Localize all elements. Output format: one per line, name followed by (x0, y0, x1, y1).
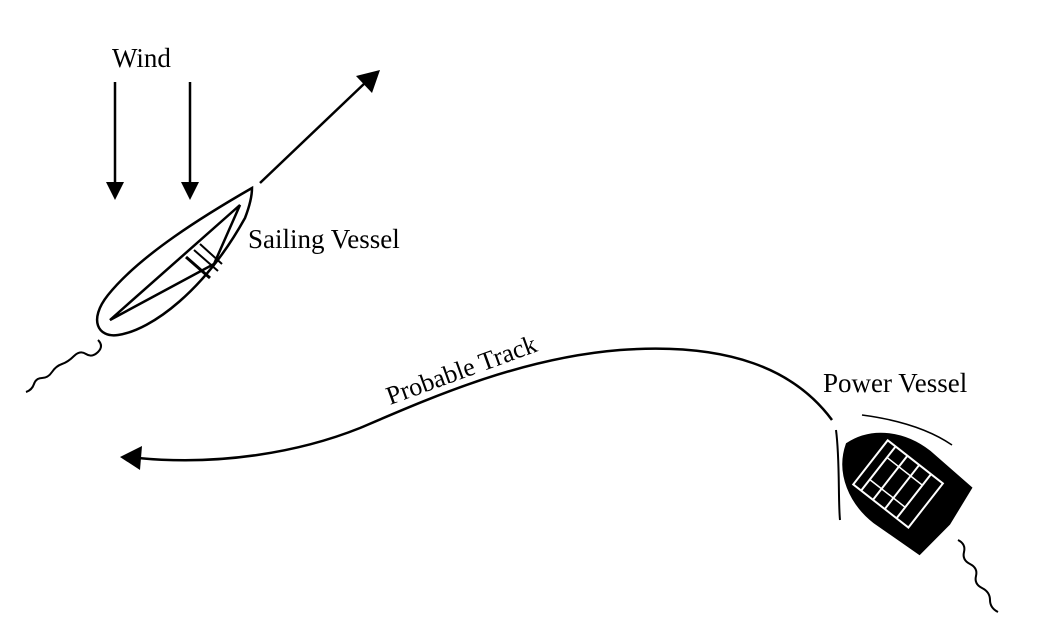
wind-label: Wind (112, 43, 171, 73)
sailing-vessel-label: Sailing Vessel (248, 224, 400, 254)
power-vessel-hull (842, 432, 973, 556)
sailing-vessel-sail (109, 204, 242, 322)
probable-track-curve (137, 347, 834, 462)
wind-arrow-left (106, 82, 124, 200)
sailing-vessel-wake (25, 339, 102, 393)
power-vessel (835, 414, 999, 613)
sailing-heading-arrow (259, 70, 380, 184)
wind-arrow-right (181, 82, 199, 200)
sailing-vessel (25, 185, 254, 393)
probable-track-arrowhead (120, 446, 142, 470)
power-vessel-label: Power Vessel (823, 368, 967, 398)
power-vessel-wake (957, 539, 999, 613)
